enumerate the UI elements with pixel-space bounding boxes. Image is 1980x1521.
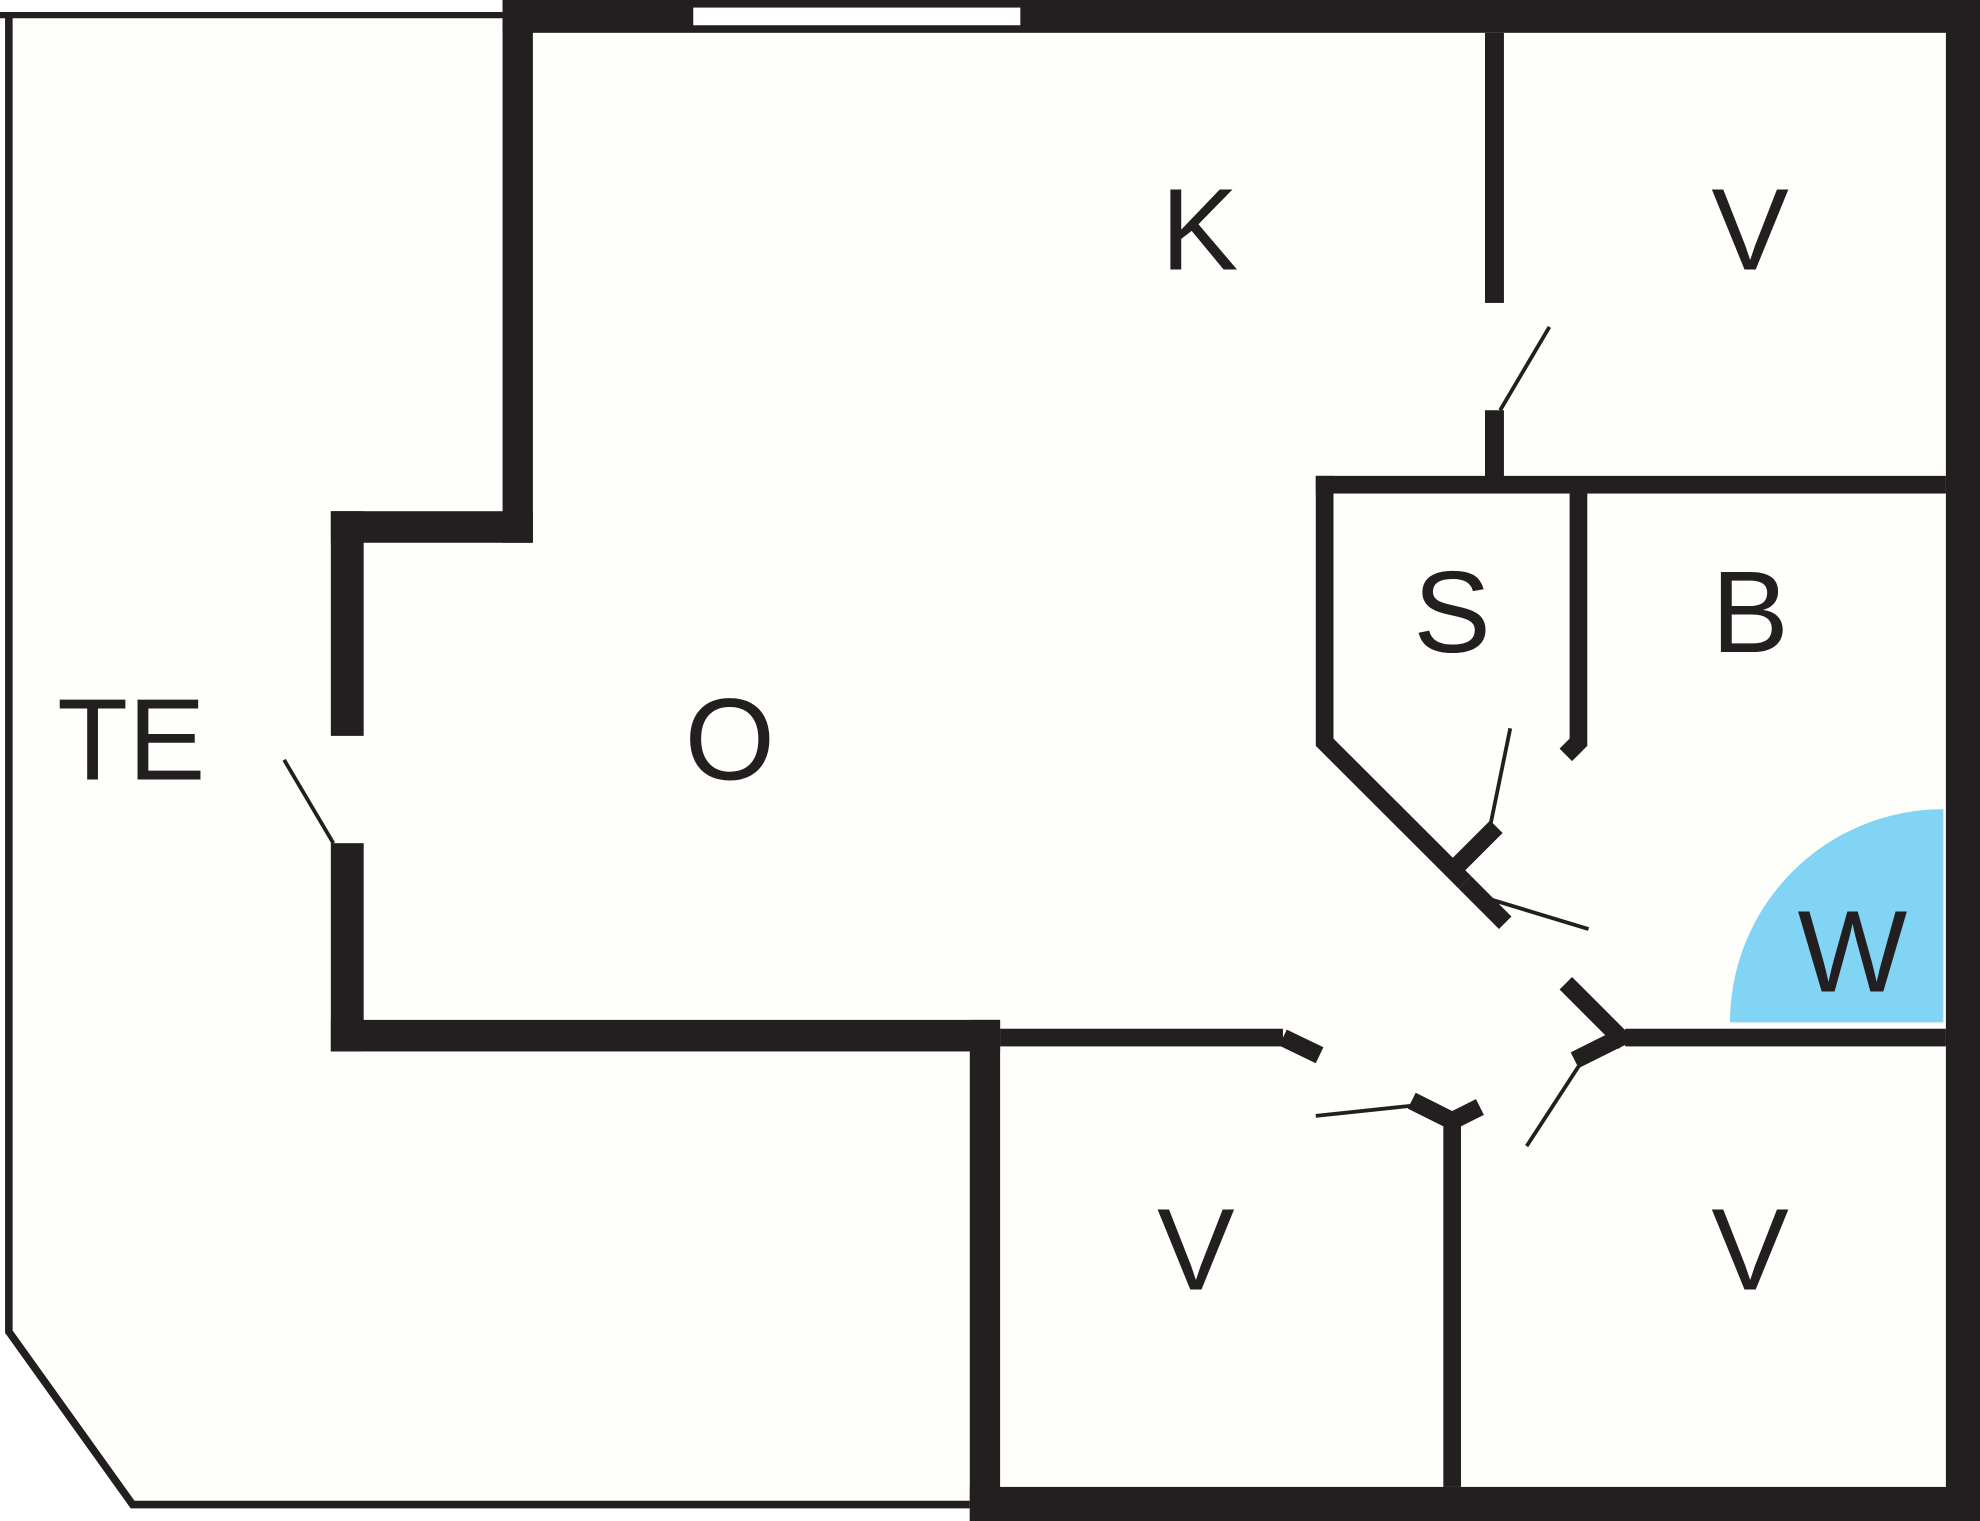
label-terrace: TE xyxy=(57,675,205,805)
label-kitchen: K xyxy=(1161,165,1238,295)
label-bedroom-bottom-left: V xyxy=(1157,1185,1234,1315)
door-terrace xyxy=(282,758,335,845)
label-bathroom: B xyxy=(1711,547,1788,677)
room-labels: TE O K V S B W V V xyxy=(57,165,1908,1315)
door-storage xyxy=(1488,727,1513,828)
door-bedroom-right xyxy=(1525,1065,1581,1148)
label-washer: W xyxy=(1798,887,1908,1017)
label-bedroom-bottom-right: V xyxy=(1711,1185,1788,1315)
floor xyxy=(8,0,1980,1521)
washer-zone xyxy=(1729,809,1944,1023)
door-bathroom xyxy=(1492,898,1590,931)
thin-outer-walls xyxy=(0,11,970,1509)
label-bedroom-top: V xyxy=(1711,165,1788,295)
window xyxy=(693,7,1021,26)
label-living: O xyxy=(685,675,775,805)
exterior-walls xyxy=(330,0,1980,1521)
door-kitchen-bedroom xyxy=(1498,325,1552,412)
label-storage: S xyxy=(1413,547,1490,677)
door-leaves xyxy=(282,325,1590,1148)
interior-walls xyxy=(1000,32,1946,1487)
door-bedroom-left xyxy=(1315,1103,1412,1118)
